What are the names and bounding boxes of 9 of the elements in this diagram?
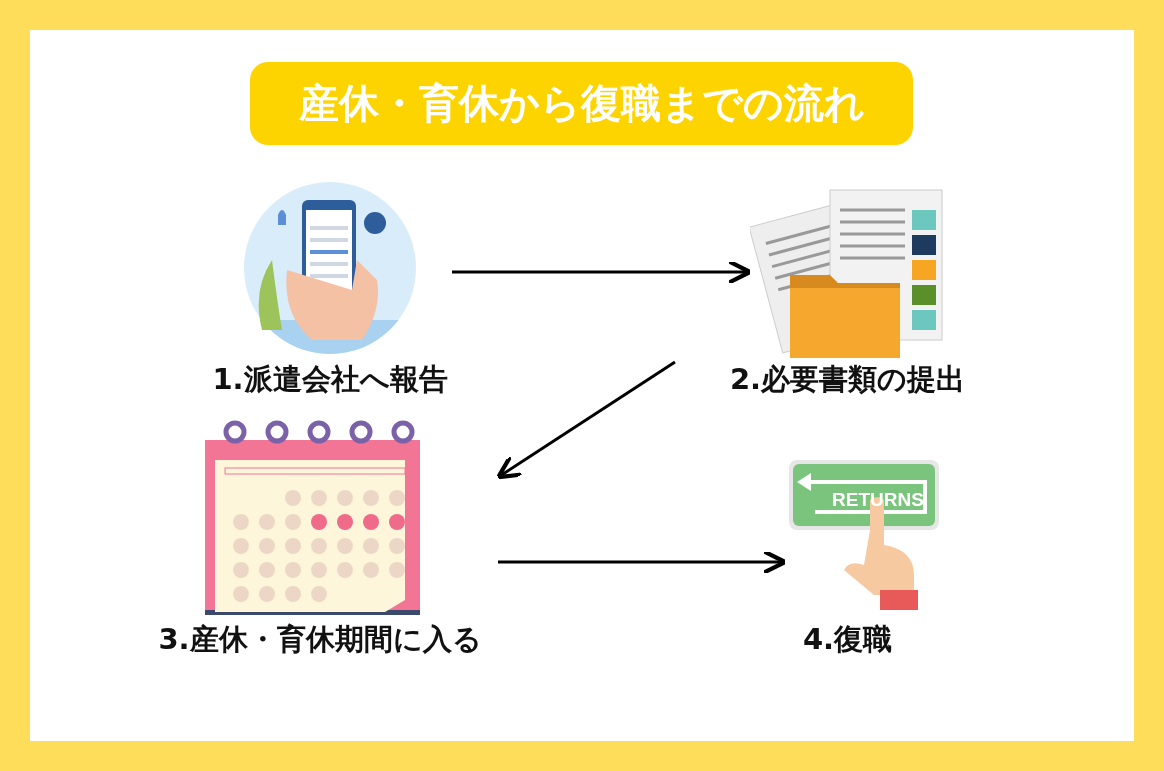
arrow [452, 259, 753, 285]
title-banner: 産休・育休から復職までの流れ [250, 62, 913, 145]
step-caption: 4.復職 [801, 621, 894, 658]
step-caption: 2.必要書類の提出 [728, 361, 967, 398]
arrow [498, 549, 788, 575]
step-caption: 3.産休・育休期間に入る [157, 621, 483, 658]
sign-text: RETURNS [831, 489, 925, 511]
arrow [496, 360, 676, 480]
step-caption: 1.派遣会社へ報告 [211, 361, 449, 398]
